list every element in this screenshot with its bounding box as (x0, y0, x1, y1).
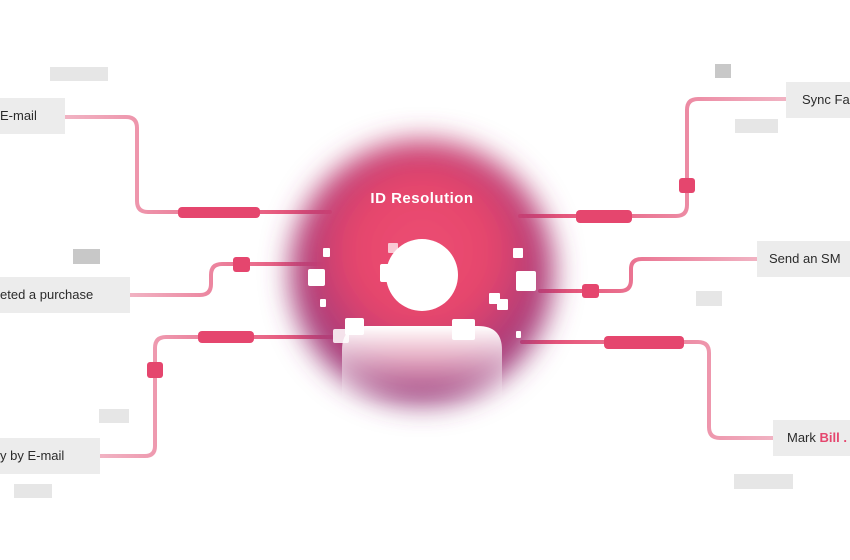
placeholder-bar (99, 409, 129, 423)
node-purchase: eted a purchase (0, 277, 130, 313)
hub-title: ID Resolution (370, 190, 474, 207)
node-sync: Sync Fa (786, 82, 850, 118)
connector-sms-node (582, 284, 599, 298)
node-mark-highlight: Bill . (819, 430, 847, 445)
connector-by-email-thick (198, 331, 254, 343)
node-sms: Send an SM (757, 241, 850, 277)
connector-purchase (128, 262, 327, 297)
connector-purchase-node (233, 257, 250, 272)
connector-mark-thick (604, 336, 684, 349)
placeholder-bar (14, 484, 52, 498)
node-by-email: y by E-mail (0, 438, 100, 474)
node-sync-text: Sync Fa (802, 92, 850, 107)
placeholder-bar (696, 291, 722, 306)
hub (290, 140, 554, 404)
connector-sync-thick (576, 210, 632, 223)
connector-sms (538, 257, 760, 293)
connector-by-email (98, 335, 337, 458)
connector-sync-node (679, 178, 695, 193)
connector-mark (520, 340, 777, 440)
connector-email (63, 115, 332, 214)
node-purchase-text: eted a purchase (0, 287, 94, 302)
connector-email-thick (178, 207, 260, 218)
node-mark-prefix: Mark (787, 430, 820, 445)
placeholder-bar (734, 474, 793, 489)
placeholder-bar (735, 119, 778, 133)
person-head-icon (386, 239, 458, 311)
placeholder-bar (715, 64, 731, 78)
pixel-particles (308, 243, 536, 343)
node-email-text: E-mail (0, 108, 37, 123)
node-by-email-text: y by E-mail (0, 448, 65, 463)
node-sms-text: Send an SM (769, 251, 841, 266)
placeholder-bar (50, 67, 108, 81)
node-mark: Mark Bill . (773, 420, 850, 456)
connector-by-email-node (147, 362, 163, 378)
placeholder-bar (73, 249, 100, 264)
node-email: E-mail (0, 98, 65, 134)
connector-sync (518, 97, 788, 218)
person-body-icon (342, 326, 502, 400)
